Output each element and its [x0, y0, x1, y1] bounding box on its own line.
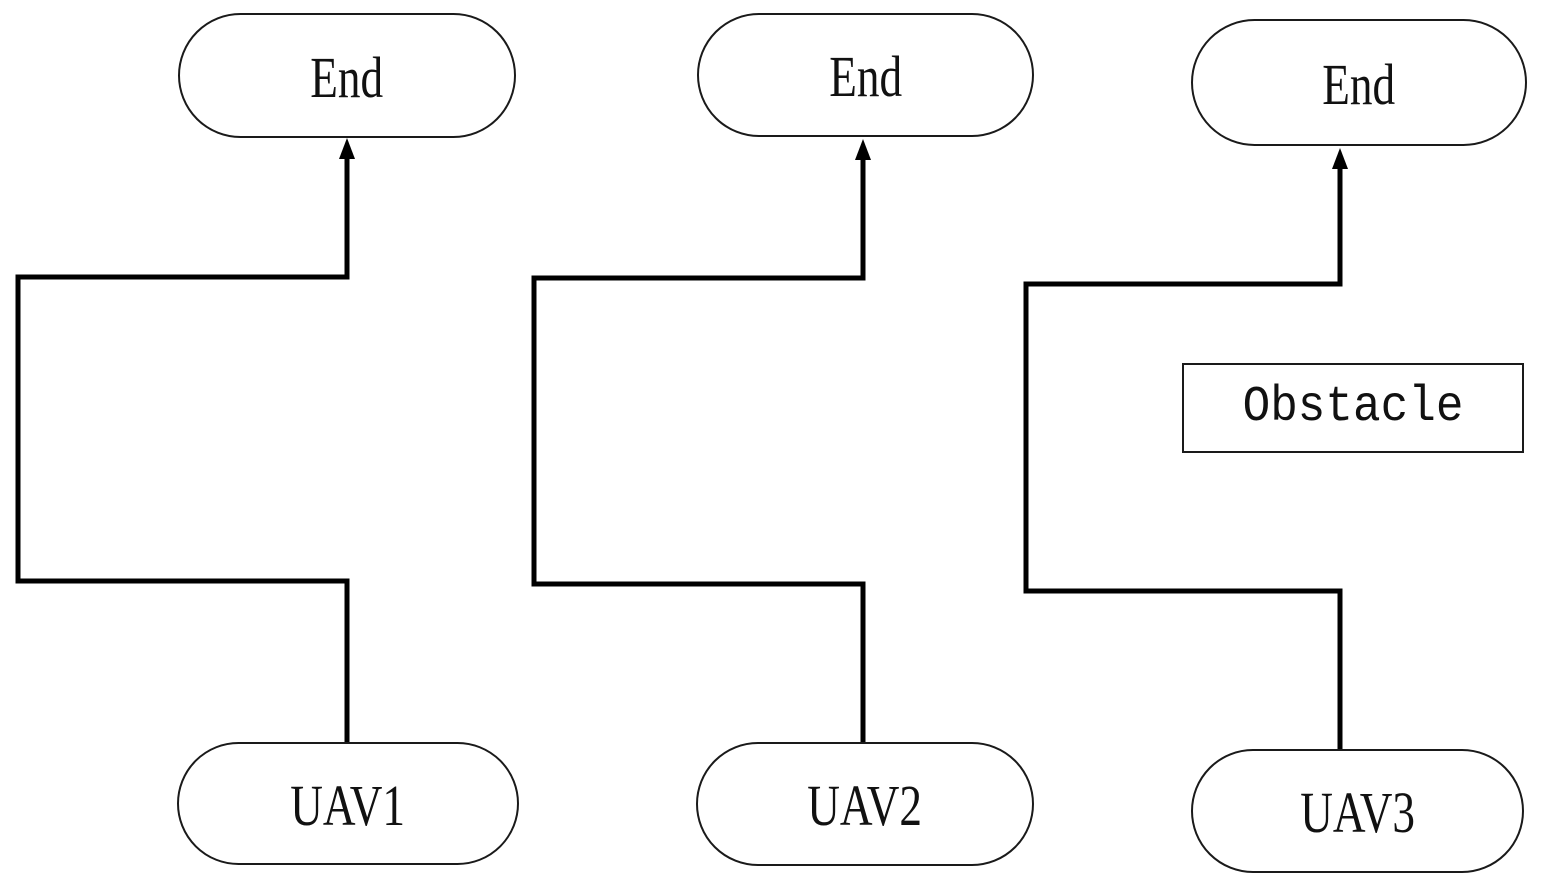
- uav3-arrow-up-icon: [1332, 148, 1348, 169]
- obstacle-label: Obstacle: [1242, 379, 1464, 436]
- uav1-route-line: [15, 152, 350, 742]
- end-node-2-label: End: [829, 44, 902, 109]
- uav3-route-line: [1023, 162, 1343, 749]
- uav2-route-line: [531, 153, 866, 742]
- end-node-3: End: [1191, 19, 1527, 146]
- end-node-1: End: [178, 13, 516, 138]
- uav3-node: UAV3: [1191, 749, 1524, 873]
- uav1-node: UAV1: [177, 742, 519, 865]
- end-node-1-label: End: [310, 44, 384, 110]
- uav3-node-label: UAV3: [1300, 780, 1415, 845]
- end-node-3-label: End: [1322, 51, 1396, 117]
- end-node-2: End: [697, 13, 1034, 137]
- uav1-arrow-up-icon: [339, 138, 355, 159]
- uav2-node-label: UAV2: [807, 773, 923, 838]
- uav1-node-label: UAV1: [290, 772, 406, 838]
- uav2-node: UAV2: [696, 742, 1034, 866]
- obstacle-box: Obstacle: [1182, 363, 1524, 453]
- uav2-arrow-up-icon: [855, 139, 871, 160]
